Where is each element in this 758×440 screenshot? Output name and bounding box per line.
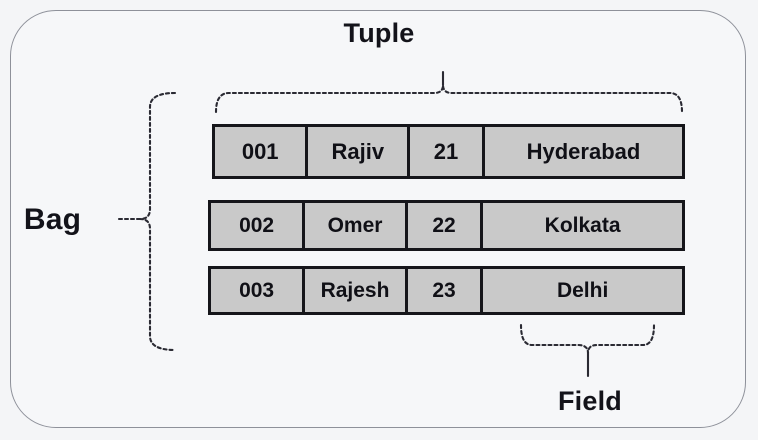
cell-id: 002 — [211, 203, 306, 248]
field-label: Field — [557, 386, 622, 416]
tuple-label: Tuple — [343, 18, 415, 48]
bag-label: Bag — [23, 203, 82, 236]
cell-id: 003 — [211, 269, 306, 312]
cell-name: Omer — [305, 203, 408, 248]
cell-city: Kolkata — [483, 203, 682, 248]
tuple-row: 002 Omer 22 Kolkata — [208, 200, 685, 251]
cell-age: 23 — [407, 269, 484, 312]
cell-city: Hyderabad — [484, 127, 682, 176]
cell-name: Rajiv — [308, 127, 411, 176]
cell-age: 22 — [407, 203, 484, 248]
tuple-row: 001 Rajiv 21 Hyderabad — [212, 124, 685, 179]
tuple-row: 003 Rajesh 23 Delhi — [208, 266, 685, 315]
cell-age: 21 — [410, 127, 485, 176]
cell-city: Delhi — [483, 269, 682, 312]
cell-name: Rajesh — [305, 269, 408, 312]
cell-id: 001 — [215, 127, 309, 176]
